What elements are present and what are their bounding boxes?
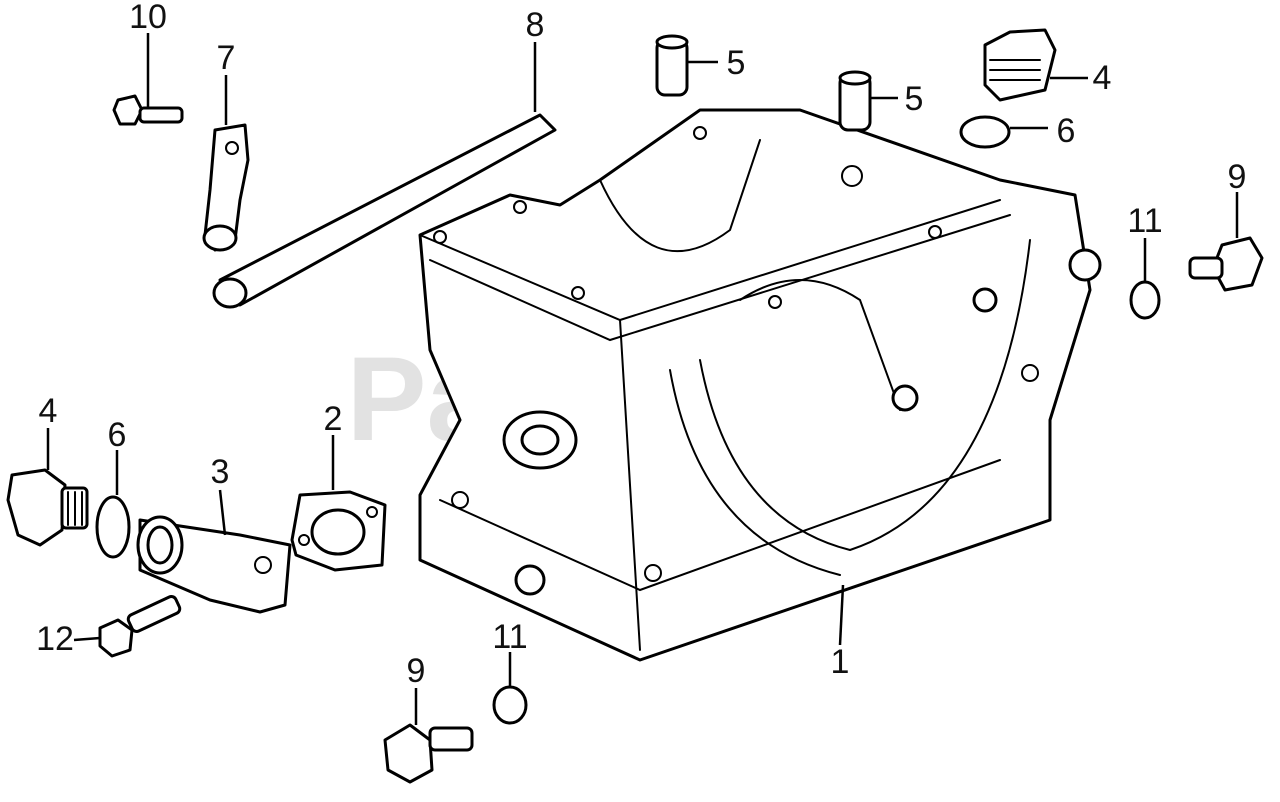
washer-left [95,495,131,559]
callout-11-bottom: 11 [492,618,527,656]
callout-7: 7 [217,39,236,77]
callout-2: 2 [324,400,343,438]
callout-4-left: 4 [39,392,58,430]
crankcase-part [418,108,1102,662]
callout-4-right: 4 [1093,59,1112,97]
oil-drain-plug-left [6,468,89,547]
callout-1: 1 [831,643,850,681]
dowel-pin-a [655,34,689,97]
sealing-washer-bottom [492,685,528,725]
callout-3: 3 [211,453,230,491]
gasket-part [290,490,387,572]
bolt-right [1188,236,1264,292]
small-bolt [112,94,184,126]
callout-12: 12 [36,620,74,658]
breather-tube-part [136,515,292,614]
sealing-washer-right [1129,280,1161,320]
callout-11-right: 11 [1127,202,1162,240]
oil-filler-plug-right [983,28,1057,102]
callout-6-left: 6 [108,416,127,454]
washer-right [959,115,1011,149]
callout-6-right: 6 [1057,112,1076,150]
flange-bolt [98,594,182,658]
callout-9-bottom: 9 [407,652,426,690]
breather-rod-part [212,113,557,309]
callout-10: 10 [129,0,167,36]
leader-1 [838,584,845,646]
callout-5-left: 5 [727,44,746,82]
callout-8: 8 [526,6,545,44]
callout-5-right: 5 [905,80,924,118]
leader-3 [218,489,227,536]
dowel-pin-b [838,70,872,132]
clamp-part [202,123,250,252]
leader-12 [73,636,101,642]
callout-9-right: 9 [1228,158,1247,196]
bolt-bottom [383,723,474,784]
